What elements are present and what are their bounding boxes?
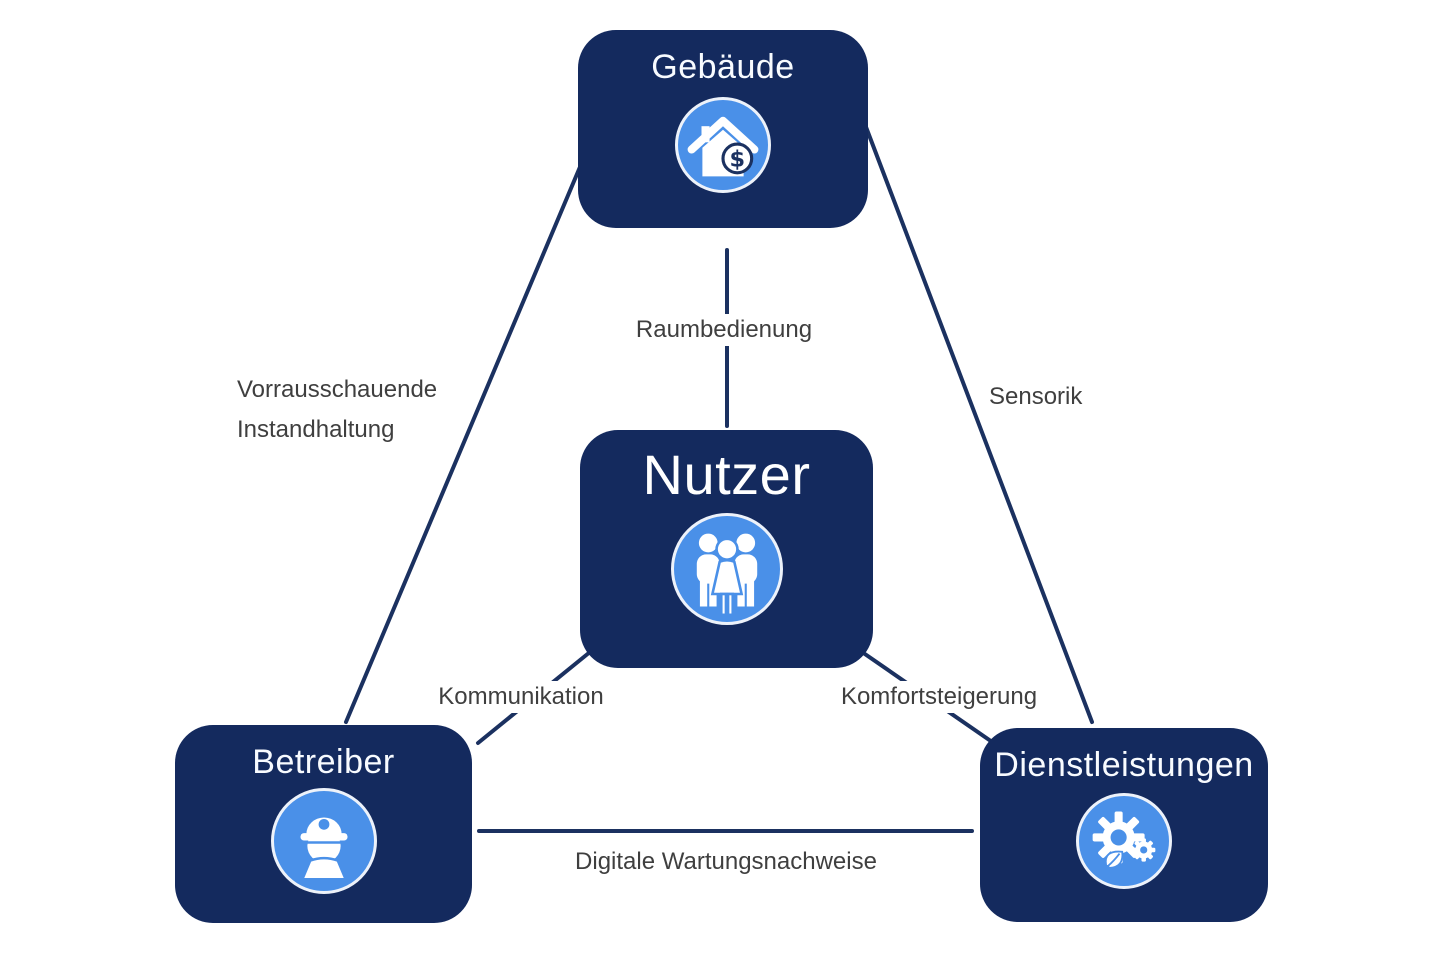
house-dollar-icon: $	[675, 97, 771, 193]
node-dienstleistungen: Dienstleistungen	[980, 728, 1268, 922]
line-gebaeude-betreiber	[344, 146, 590, 724]
node-dienstleistungen-title: Dienstleistungen	[994, 746, 1254, 784]
edge-label-line1: Vorrausschauende	[237, 376, 438, 403]
node-nutzer-title: Nutzer	[642, 443, 811, 506]
gears-leaf-icon	[1076, 793, 1172, 889]
node-betreiber: Betreiber	[175, 725, 472, 923]
edge-label-raumbedienung: Raumbedienung	[628, 314, 820, 346]
node-betreiber-title: Betreiber	[252, 743, 395, 781]
edge-label-sensorik: Sensorik	[982, 381, 1090, 413]
edge-label-vorrausschauende-instandhaltung: Vorrausschauende Instandhaltung	[230, 368, 445, 452]
node-nutzer: Nutzer	[580, 430, 873, 668]
edge-label-kommunikation: Kommunikation	[431, 681, 611, 713]
edge-label-line2: Instandhaltung	[237, 416, 395, 443]
node-gebaeude: Gebäude $	[578, 30, 868, 228]
edge-label-komfortsteigerung: Komfortsteigerung	[833, 681, 1045, 713]
edge-label-digitale-wartungsnachweise: Digitale Wartungsnachweise	[568, 846, 884, 878]
dollar-glyph: $	[730, 147, 746, 173]
construction-worker-icon	[270, 788, 377, 894]
people-icon	[670, 513, 783, 625]
line-gebaeude-dienstleistungen	[864, 125, 1094, 724]
node-gebaeude-title: Gebäude	[651, 48, 795, 86]
